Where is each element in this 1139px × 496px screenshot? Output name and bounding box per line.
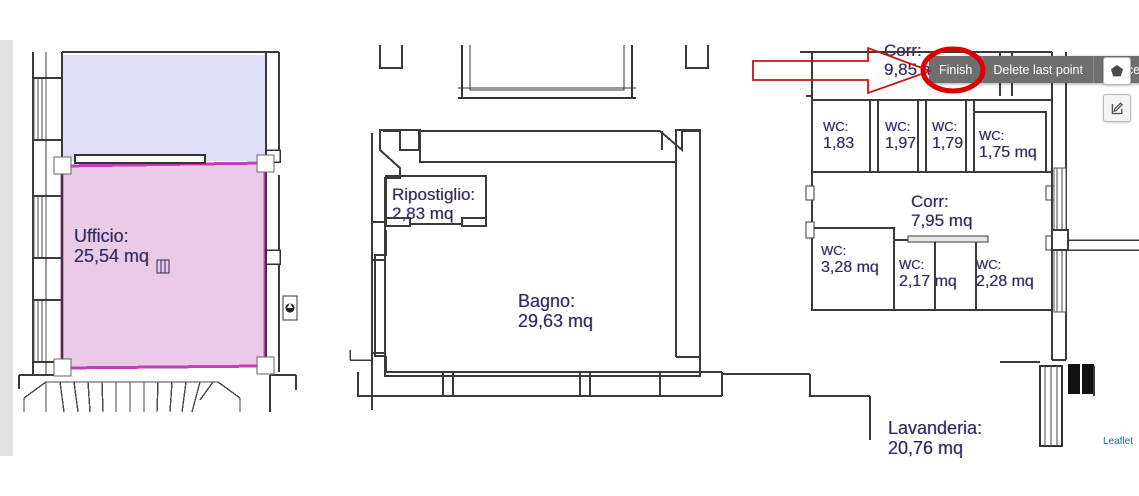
delete-last-point-button[interactable]: Delete last point: [983, 56, 1094, 83]
draw-polygon-control[interactable]: [1103, 57, 1131, 85]
room-fill-ufficio: [62, 163, 265, 368]
left-gutter: [0, 40, 13, 456]
polygon-vertex-handles: [53, 154, 275, 377]
ufficio-inner-glyph: [156, 259, 170, 274]
room-fill-lavender: [62, 55, 266, 161]
polygon-icon: [1111, 65, 1123, 77]
edit-layers-control[interactable]: [1103, 94, 1131, 122]
wall-door-marker: [282, 295, 298, 321]
edit-pencil-icon: [1111, 101, 1123, 114]
stairs-hatching: [23, 381, 241, 413]
finish-button[interactable]: Finish: [929, 56, 984, 83]
dark-slots: [1068, 364, 1094, 394]
map-controls: [1103, 57, 1131, 122]
leaflet-attribution[interactable]: Leaflet: [1102, 436, 1133, 447]
